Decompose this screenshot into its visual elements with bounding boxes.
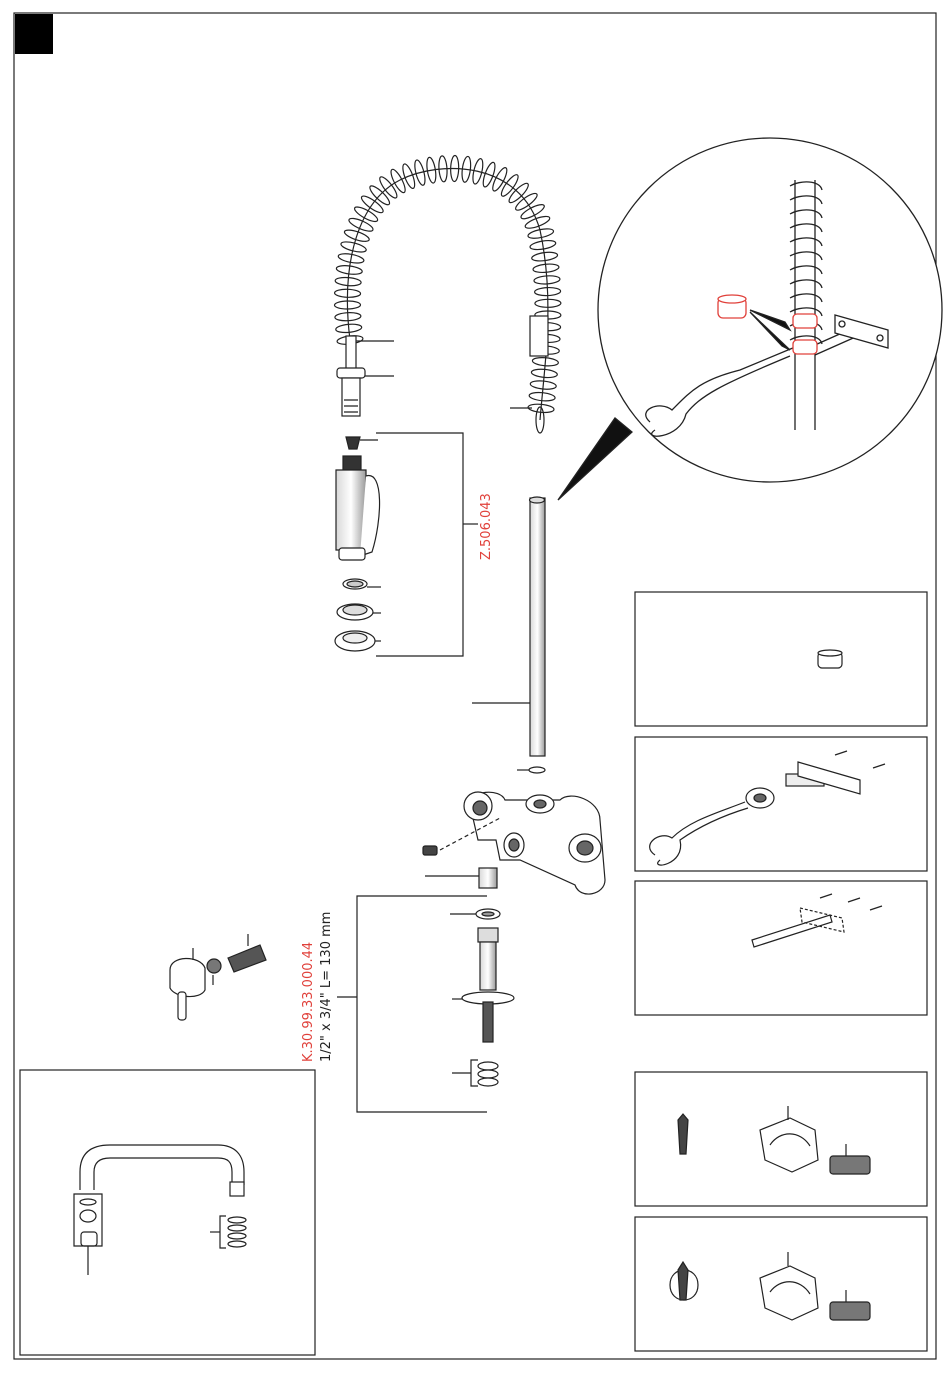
spray-head-assembly — [335, 433, 478, 656]
lever-handle-cartridge — [170, 934, 266, 1020]
spout-option-box — [20, 1070, 315, 1355]
wall-connector-assembly — [337, 896, 514, 1112]
support-rod — [752, 894, 882, 947]
tap-head-option-2 — [670, 1252, 870, 1320]
wall-bracket-option-box — [635, 737, 927, 871]
spare-ring — [818, 650, 842, 668]
corner-marker — [15, 14, 53, 54]
swivel-spout — [74, 1145, 246, 1275]
pre-rinse-spring-hose — [334, 155, 561, 433]
spray-code-label: Z.506.043 — [479, 493, 494, 560]
rod-option-box — [635, 881, 927, 1015]
mixer-body — [423, 792, 605, 894]
connector-spec-label: 1/2" x 3/4" L= 130 mm — [319, 912, 334, 1062]
tap-head-option-1 — [678, 1106, 870, 1174]
ring-option-box — [635, 592, 927, 726]
detail-callout — [558, 138, 942, 500]
connector-code-label: K.30.99.33.000.44 — [301, 942, 316, 1062]
wall-bracket-with-hook — [650, 751, 885, 865]
